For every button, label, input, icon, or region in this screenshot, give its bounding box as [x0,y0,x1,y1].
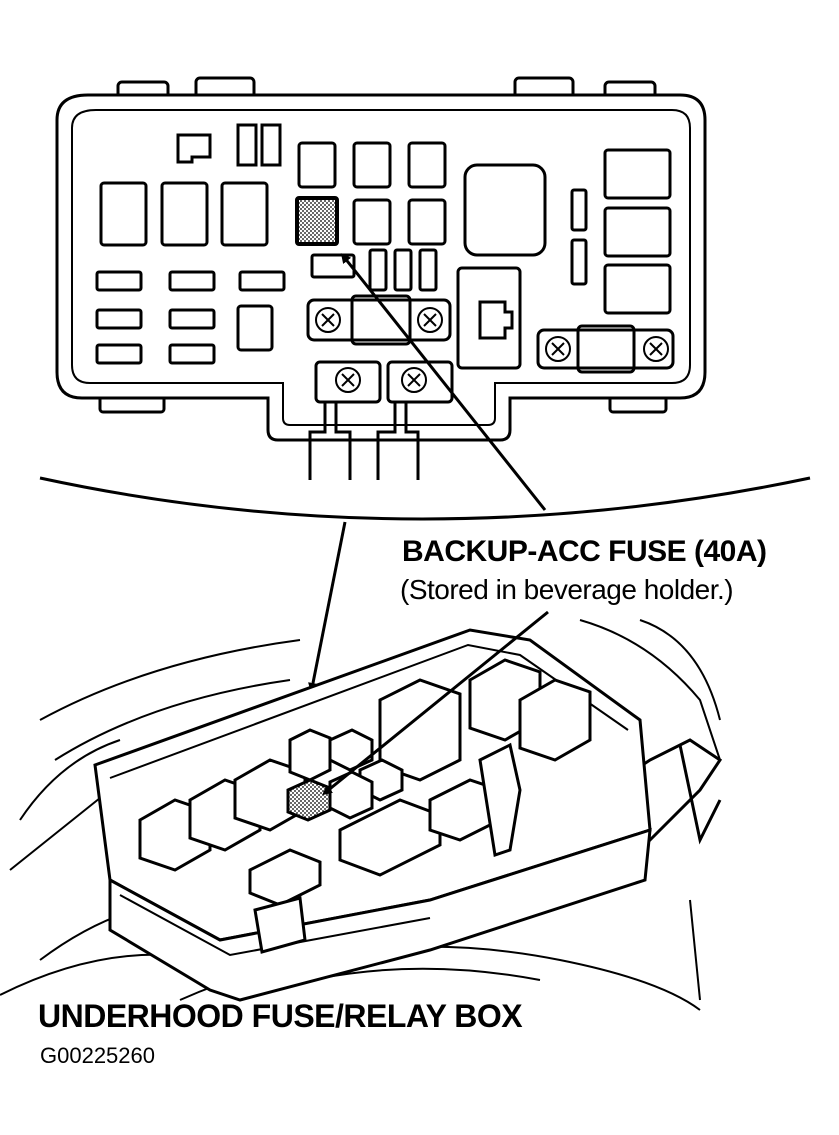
fuse-box-title: UNDERHOOD FUSE/RELAY BOX [38,998,523,1034]
bolt-icon [315,307,341,333]
fuse-callout-title: BACKUP-ACC FUSE (40A) [402,535,767,568]
leader-line-bottom [322,610,549,796]
bolt-icon [545,336,571,362]
backup-acc-fuse-perspective [286,778,332,822]
detail-arc [39,476,811,521]
bolt-icon [643,336,669,362]
figure-id: G00225260 [40,1043,155,1068]
bolt-icon [417,307,443,333]
fuse-callout-subtitle: (Stored in beverage holder.) [400,574,734,605]
leader-arrow-box [308,521,347,693]
backup-acc-fuse-slot [295,196,339,246]
fuse-box-perspective-view [0,619,723,1011]
fuse-box-top-view [55,76,707,480]
bolt-icon [335,367,361,393]
bolt-icon [401,367,427,393]
leader-line-top [340,253,547,511]
